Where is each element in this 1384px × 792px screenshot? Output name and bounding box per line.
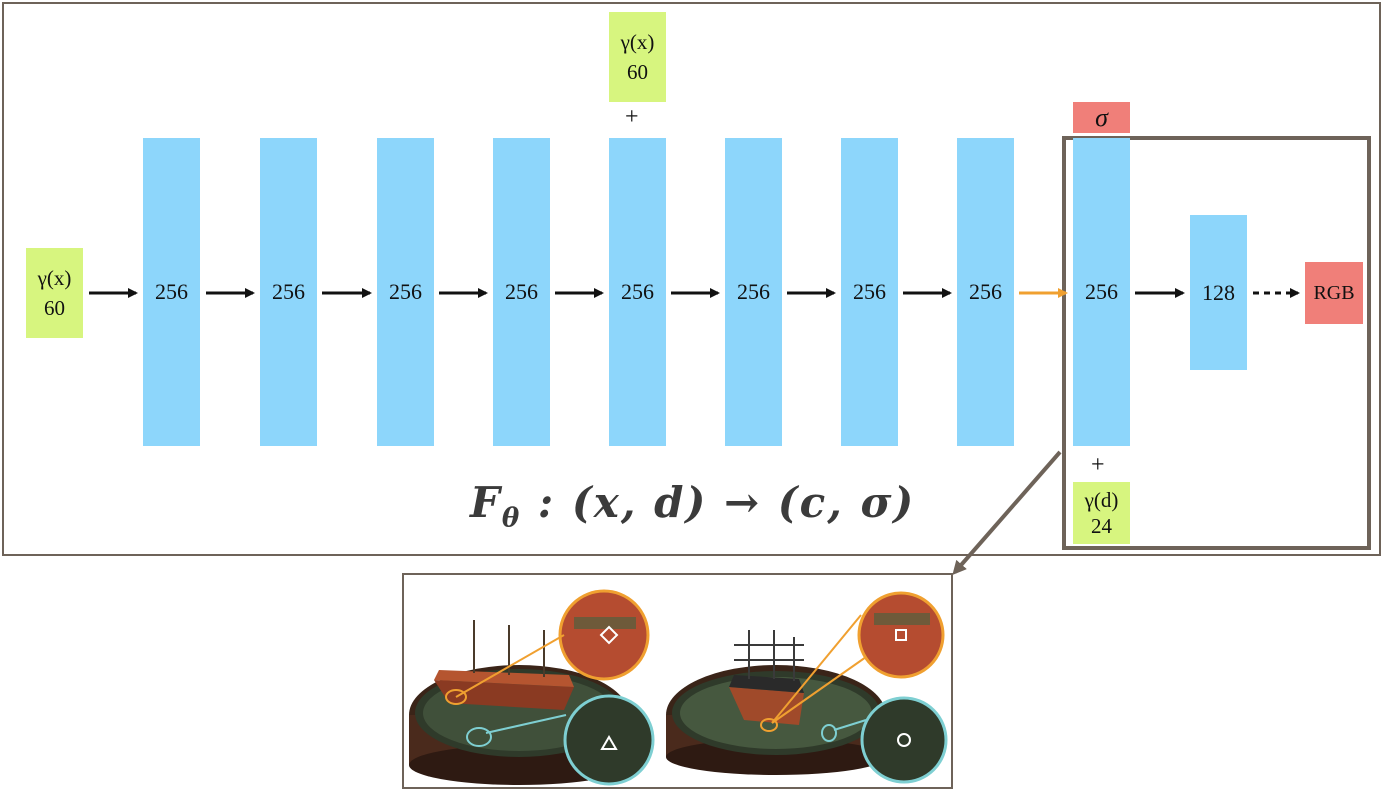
input-encoding: γ(x) 60 [26,248,83,338]
mlp-layer-1: 256 [143,138,200,446]
mlp-layer-9: 256 [1073,138,1130,446]
view-encoding-label: γ(d) [1084,487,1119,512]
layer-width: 256 [389,279,422,304]
skip-encoding: γ(x) 60 [609,12,666,102]
sigma-label: σ [1095,102,1108,132]
view-encoding-dim: 24 [1091,514,1112,538]
formula-sub: θ [501,503,522,534]
layer-width: 256 [505,279,538,304]
skip-encoding-dim: 60 [627,60,648,84]
formula-f: F [470,478,502,527]
head-box [1062,136,1371,550]
triangle-marker [600,735,618,750]
rgb-output: RGB [1305,262,1363,324]
layer-width: 256 [1085,279,1118,304]
mlp-layer-4: 256 [493,138,550,446]
input-encoding-label: γ(x) [37,265,72,290]
render-illustration [409,589,948,786]
right-ship-render [666,591,948,784]
formula: Fθ : (x, d) → (c, σ) [470,478,915,533]
density-output: σ [1073,102,1130,133]
mlp-layer-7: 256 [841,138,898,446]
square-marker [895,629,907,641]
diamond-marker [599,625,619,645]
zoom-circle-left-top [558,589,650,681]
zoom-pointer-arrow [952,450,1062,576]
zoom-circle-right-top [857,591,945,679]
skip-plus: + [625,104,639,130]
network-frame [2,2,1381,556]
zoom-circle-right-bottom [860,696,948,784]
formula-rhs: : (x, d) → (c, σ) [521,478,916,527]
left-ship-render [409,589,655,786]
rgb-label: RGB [1313,281,1355,304]
layer-width: 256 [737,279,770,304]
layer-width: 256 [621,279,654,304]
input-encoding-dim: 60 [44,296,65,320]
mlp-layer-8: 256 [957,138,1014,446]
layer-width: 256 [853,279,886,304]
layer-width: 128 [1202,279,1235,305]
skip-encoding-label: γ(x) [620,29,655,54]
mlp-layer-2: 256 [260,138,317,446]
render-panel [402,573,953,789]
circle-marker [897,733,911,747]
zoom-circle-left-bottom [563,694,655,786]
view-encoding: γ(d) 24 [1073,482,1130,544]
mlp-layer-3: 256 [377,138,434,446]
mlp-layer-5: 256 [609,138,666,446]
mlp-layer-6: 256 [725,138,782,446]
color-layer: 128 [1190,215,1247,370]
view-plus: + [1091,452,1105,478]
layer-width: 256 [272,279,305,304]
layer-width: 256 [969,279,1002,304]
layer-width: 256 [155,279,188,304]
